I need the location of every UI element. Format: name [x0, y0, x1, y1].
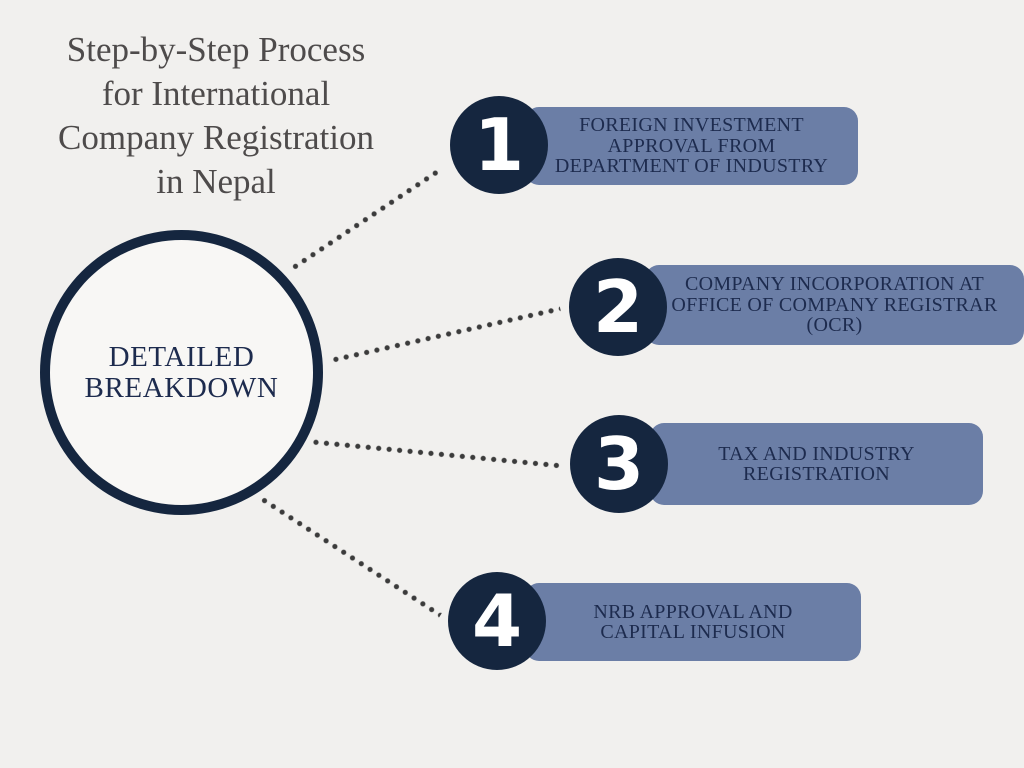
step-1-label-line-3: DEPARTMENT OF INDUSTRY — [554, 155, 829, 178]
page-title: Step-by-Step Process for International C… — [28, 28, 404, 204]
page-title-line-4: in Nepal — [156, 162, 276, 201]
step-2-label-line-3: (OCR) — [806, 314, 863, 337]
step-3-label-line-2: REGISTRATION — [743, 463, 890, 485]
page-title-line-2: for International — [101, 74, 331, 113]
page-title-line-3: Company Registration — [58, 118, 374, 157]
step-4-number-badge: 4 — [448, 572, 546, 670]
step-4-label-box: NRB APPROVAL AND CAPITAL INFUSION — [525, 583, 861, 661]
step-2-label-box: COMPANY INCORPORATION AT OFFICE OF COMPA… — [645, 265, 1024, 345]
step-1-label-box: FOREIGN INVESTMENT APPROVAL FROM DEPARTM… — [525, 107, 858, 185]
step-3-label-line-1: TAX AND INDUSTRY — [718, 442, 915, 465]
step-2-label-line-1: COMPANY INCORPORATION AT — [684, 273, 985, 296]
step-1-label-line-1: FOREIGN INVESTMENT — [579, 114, 804, 137]
center-hub-label-line-2: BREAKDOWN — [84, 371, 279, 404]
step-1-label-line-2: APPROVAL FROM — [607, 134, 776, 157]
connector-line-step-2 — [332, 305, 561, 363]
connector-line-step-4 — [260, 496, 443, 618]
step-1-number-badge: 1 — [450, 96, 548, 194]
center-hub-label: DETAILED BREAKDOWN — [84, 340, 279, 404]
page-title-line-1: Step-by-Step Process — [66, 30, 366, 69]
step-2-number-badge: 2 — [569, 258, 667, 356]
step-4-label-line-2: CAPITAL INFUSION — [600, 621, 786, 643]
step-3-label-box: TAX AND INDUSTRY REGISTRATION — [650, 423, 983, 505]
step-4-label-line-1: NRB APPROVAL AND — [593, 600, 793, 623]
step-3-number-badge: 3 — [570, 415, 668, 513]
center-hub-circle: DETAILED BREAKDOWN — [40, 230, 323, 515]
center-hub-label-line-1: DETAILED — [108, 340, 255, 373]
connector-line-step-3 — [312, 439, 564, 470]
step-2-label-line-2: OFFICE OF COMPANY REGISTRAR — [671, 293, 998, 316]
